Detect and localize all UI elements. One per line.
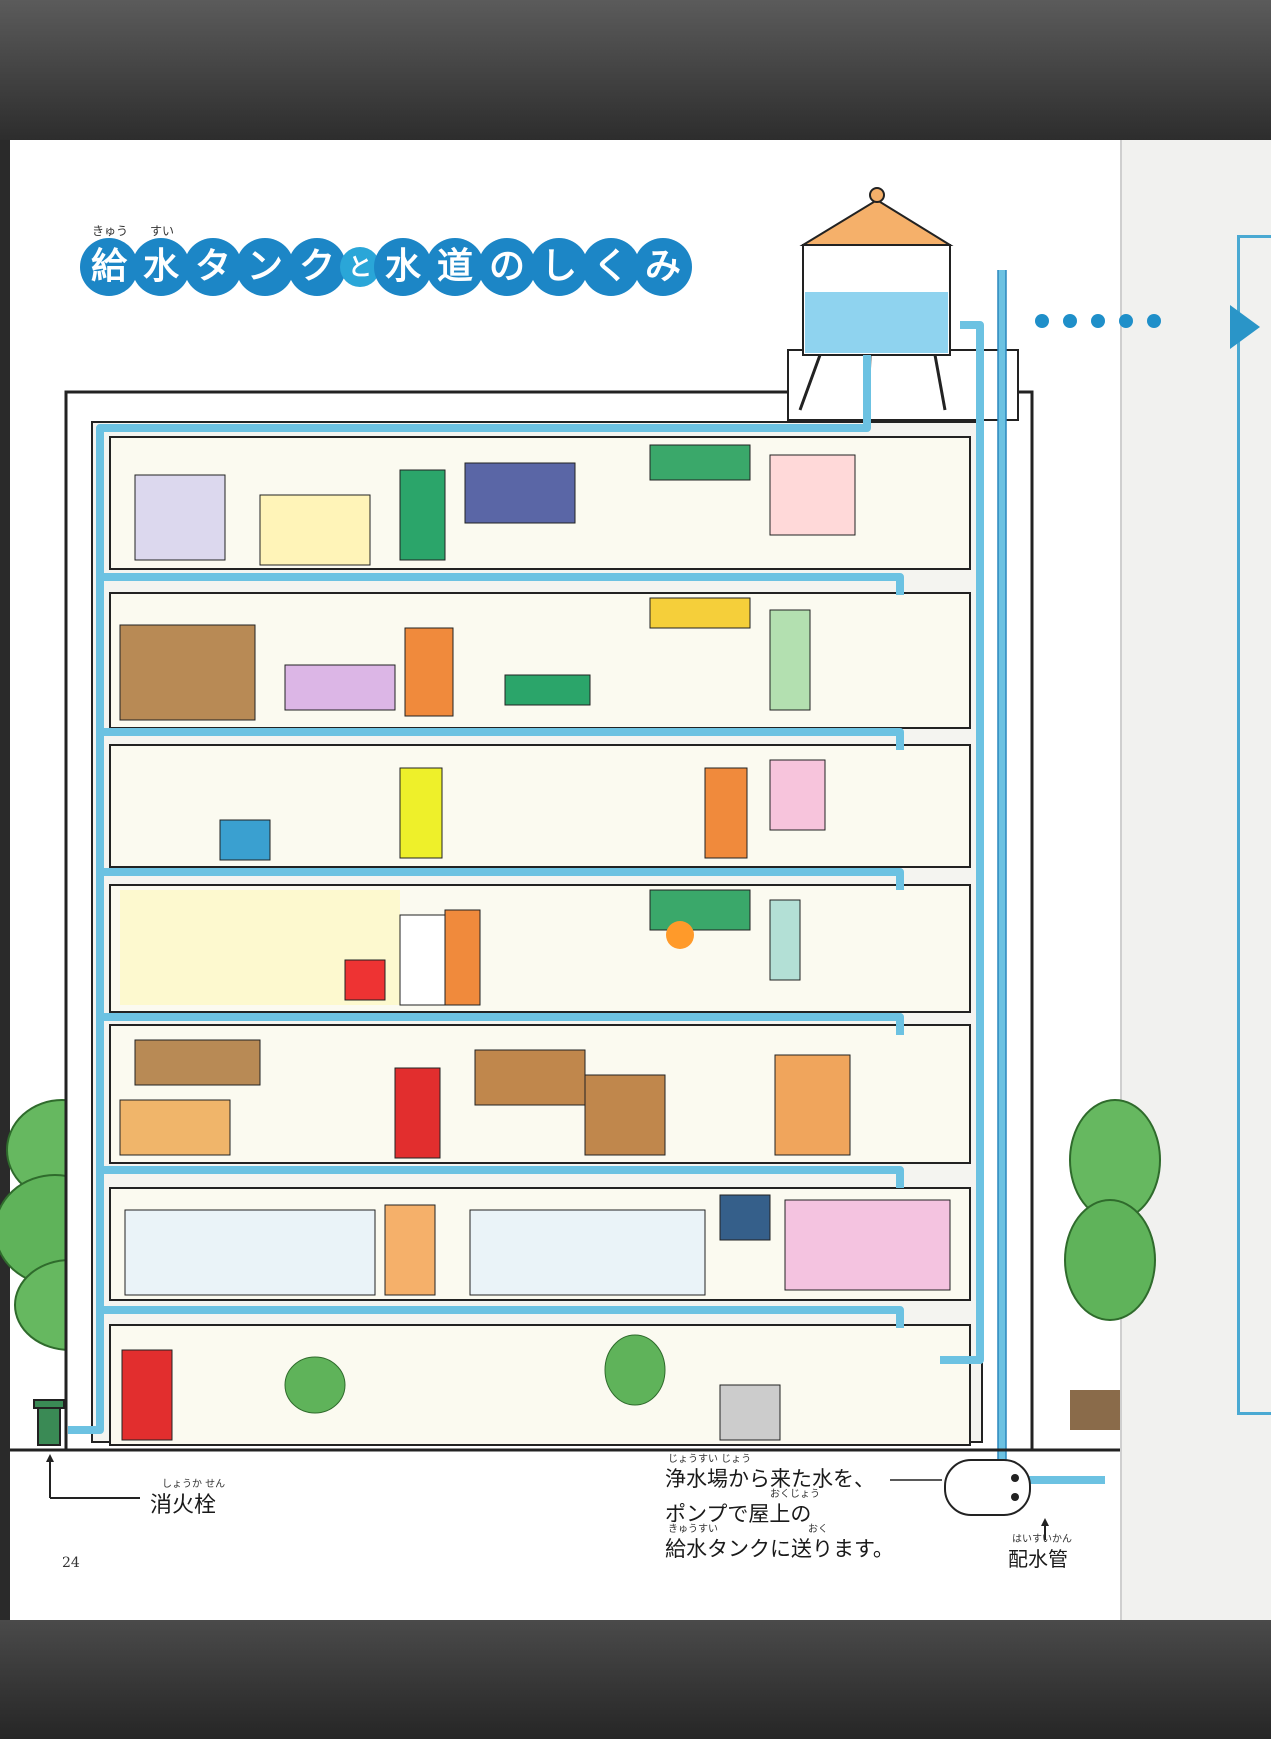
- scan-background-top: [0, 0, 1271, 140]
- title-char: み: [634, 238, 692, 296]
- floor-1: [109, 1324, 971, 1446]
- dot-icon: [1147, 314, 1161, 328]
- scan-background-bottom: [0, 1620, 1271, 1739]
- tree-right: [1064, 1099, 1161, 1430]
- dot-icon: [1035, 314, 1049, 328]
- title-char: 給: [80, 238, 138, 296]
- title-char: ク: [288, 238, 346, 296]
- caption-ruby-3b: おく: [808, 1524, 828, 1535]
- water-pipes: [68, 270, 1105, 1500]
- dot-icon: [1063, 314, 1077, 328]
- pipe-outlines: [997, 270, 1007, 1500]
- title-char: 水: [374, 238, 432, 296]
- main-pipe-label: 配水管: [1008, 1547, 1068, 1571]
- page-number: 24: [62, 1555, 80, 1571]
- arrow-right-icon: [1230, 305, 1260, 349]
- caption-line-2: ポンプで屋上の: [665, 1502, 812, 1526]
- title-char: の: [478, 238, 536, 296]
- dot-icon: [1091, 314, 1105, 328]
- title-char: と: [340, 247, 380, 287]
- caption-ruby-3a: きゅうすい: [668, 1524, 718, 1535]
- main-pipe-ruby: はいすいかん: [1012, 1534, 1072, 1545]
- title-ruby-kyuu: きゅう: [92, 224, 129, 238]
- page-title: 給 水 タ ン ク と 水 道 の し く み: [80, 238, 692, 296]
- water-pump: [890, 1459, 1049, 1540]
- next-page-frame: [1237, 235, 1271, 1415]
- caption-line-1: 浄水場から来た水を、: [665, 1467, 875, 1491]
- caption-ruby-2: おくじょう: [770, 1489, 820, 1500]
- next-page-edge: [1120, 140, 1271, 1620]
- dot-icon: [1119, 314, 1133, 328]
- hydrant-label: 消火栓: [150, 1493, 217, 1518]
- title-ruby-sui: すい: [150, 224, 175, 238]
- water-tank: [799, 187, 954, 356]
- fire-hydrant: [33, 1399, 140, 1499]
- caption-ruby-1: じょうすい じょう: [668, 1454, 752, 1465]
- hydrant-ruby: しょうか せん: [162, 1479, 226, 1490]
- title-char: タ: [184, 238, 242, 296]
- title-char: 道: [426, 238, 484, 296]
- flow-dots: [1035, 314, 1161, 328]
- title-char: 水: [132, 238, 190, 296]
- title-char: ン: [236, 238, 294, 296]
- caption-line-3: 給水タンクに送ります。: [665, 1537, 894, 1561]
- floors: [109, 436, 971, 1446]
- title-char: し: [530, 238, 588, 296]
- scan-background-left: [0, 140, 10, 1620]
- title-char: く: [582, 238, 640, 296]
